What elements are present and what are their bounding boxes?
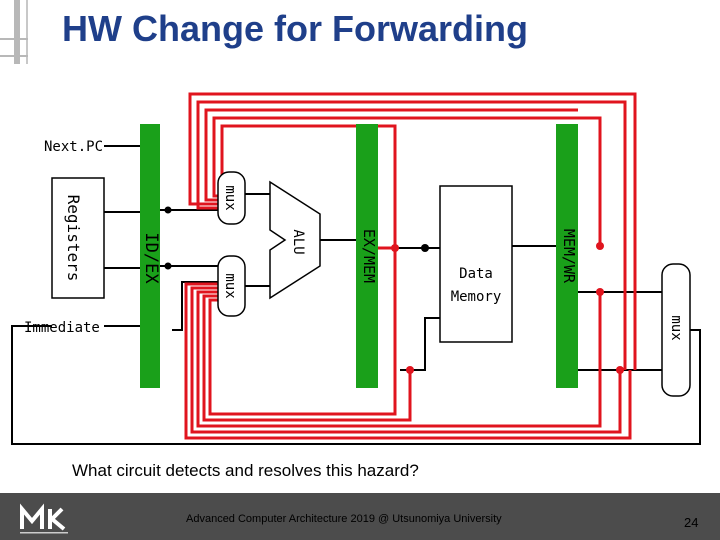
ex-mem-pipeline-register xyxy=(356,124,378,388)
data-memory-label-line2: Memory xyxy=(451,289,502,305)
next-pc-label: Next.PC xyxy=(44,139,103,155)
mux-right-label: mux xyxy=(668,315,684,340)
title-decoration-bar xyxy=(14,0,20,64)
datapath-wires xyxy=(11,145,701,445)
morgan-kaufmann-logo xyxy=(20,503,68,534)
alu-input-a-mux xyxy=(217,171,246,225)
ex-mem-label: EX/MEM xyxy=(360,229,378,283)
junction-dots xyxy=(164,206,624,374)
mem-wr-label: MEM/WR xyxy=(560,229,578,284)
data-memory-label-line1: Data xyxy=(459,266,493,282)
hazard-question: What circuit detects and resolves this h… xyxy=(72,461,419,480)
id-ex-label: ID/EX xyxy=(141,232,161,284)
id-ex-pipeline-register xyxy=(140,124,160,388)
footer-bar xyxy=(0,493,720,540)
title-decoration-line xyxy=(0,55,28,57)
title-decoration-line xyxy=(0,38,28,40)
data-memory-block xyxy=(439,185,513,343)
footer-text: Advanced Computer Architecture 2019 @ Ut… xyxy=(186,513,502,525)
immediate-label: Immediate xyxy=(24,320,100,336)
page-number: 24 xyxy=(684,515,699,530)
mux-top-label: mux xyxy=(222,185,238,210)
slide-title: HW Change for Forwarding xyxy=(62,8,528,49)
mux-bottom-label: mux xyxy=(222,273,238,298)
registers-label: Registers xyxy=(64,195,83,282)
write-back-mux xyxy=(661,263,691,397)
mem-wr-pipeline-register xyxy=(556,124,578,388)
forwarding-paths xyxy=(184,92,637,440)
forwarding-datapath-diagram: Registers ID/EX EX/MEM MEM/WR mux mux mu… xyxy=(11,92,701,445)
title-decoration-bar xyxy=(26,0,28,64)
alu-label: ALU xyxy=(290,229,306,254)
alu-unit xyxy=(269,180,321,300)
alu-input-b-mux xyxy=(217,255,246,317)
registers-block xyxy=(51,177,105,299)
